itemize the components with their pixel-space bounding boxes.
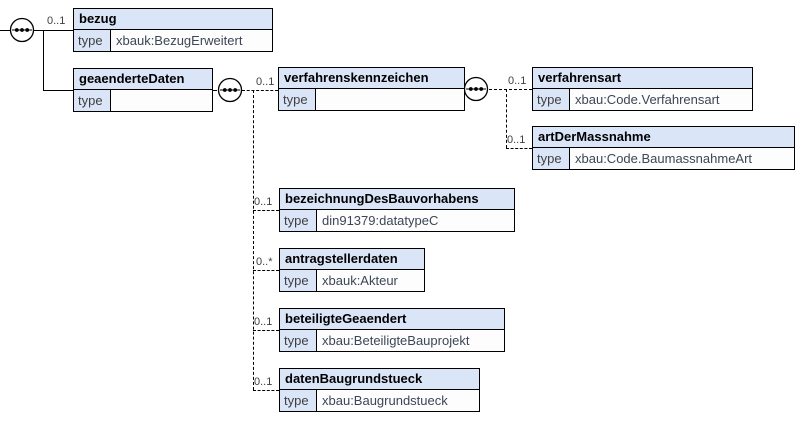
- cardinality-label: 0..1: [254, 376, 273, 388]
- connector-line: [506, 89, 507, 148]
- type-label: type: [280, 330, 317, 351]
- type-row: type: [74, 90, 212, 111]
- type-row: type din91379:datatypeC: [280, 210, 514, 231]
- connector-line: [211, 90, 217, 91]
- cardinality-label: 0..1: [254, 316, 273, 328]
- type-label: type: [74, 90, 111, 111]
- element-box-verfahrensart[interactable]: verfahrensart type xbau:Code.Verfahrensa…: [532, 67, 753, 111]
- type-value: xbauk:Akteur: [317, 270, 424, 291]
- cardinality-label: 0..1: [47, 15, 66, 27]
- cardinality-label: 0..1: [254, 196, 273, 208]
- type-value: xbau:Code.Verfahrensart: [570, 89, 752, 110]
- element-box-antragstellerdaten[interactable]: antragstellerdaten type xbauk:Akteur: [279, 248, 425, 292]
- element-name: geaenderteDaten: [74, 69, 212, 90]
- type-label: type: [533, 89, 570, 110]
- element-box-bezeichnungDesBauvorhabens[interactable]: bezeichnungDesBauvorhabens type din91379…: [279, 188, 515, 232]
- connector-line: [253, 90, 254, 390]
- cardinality-label: 0..1: [256, 76, 275, 88]
- connector-line: [253, 270, 279, 271]
- type-label: type: [280, 270, 317, 291]
- element-name: datenBaugrundstueck: [280, 369, 479, 390]
- type-label: type: [533, 148, 570, 169]
- type-value: din91379:datatypeC: [317, 210, 514, 231]
- element-name: bezeichnungDesBauvorhabens: [280, 189, 514, 210]
- type-row: type xbau:Baugrundstueck: [280, 390, 479, 411]
- type-row: type xbau:Code.BaumassnahmeArt: [533, 148, 794, 169]
- sequence-compositor-icon[interactable]: [9, 17, 35, 43]
- sequence-compositor-icon[interactable]: [217, 77, 243, 103]
- type-value: xbau:Baugrundstueck: [317, 390, 479, 411]
- connector-line: [253, 390, 279, 391]
- type-row: type xbauk:Akteur: [280, 270, 424, 291]
- connector-line: [253, 330, 279, 331]
- sequence-compositor-icon[interactable]: [463, 76, 489, 102]
- element-box-artDerMassnahme[interactable]: artDerMassnahme type xbau:Code.Baumassna…: [532, 126, 795, 170]
- element-box-bezug[interactable]: bezug type xbauk:BezugErweitert: [73, 8, 273, 52]
- type-label: type: [280, 210, 317, 231]
- type-label: type: [280, 390, 317, 411]
- element-name: antragstellerdaten: [280, 249, 424, 270]
- connector-line: [506, 148, 532, 149]
- cardinality-label: 0..1: [508, 75, 527, 87]
- element-name: verfahrensart: [533, 68, 752, 89]
- connector-line: [0, 30, 10, 31]
- connector-line: [242, 90, 278, 91]
- type-row: type xbauk:BezugErweitert: [74, 30, 272, 51]
- type-value: xbau:BeteiligteBauprojekt: [317, 330, 504, 351]
- cardinality-label: 0..1: [507, 134, 526, 146]
- type-row: type xbau:BeteiligteBauprojekt: [280, 330, 504, 351]
- type-label: type: [74, 30, 111, 51]
- type-row: type xbau:Code.Verfahrensart: [533, 89, 752, 110]
- connector-line: [253, 210, 279, 211]
- connector-line: [43, 90, 73, 91]
- element-box-geaenderteDaten[interactable]: geaenderteDaten type: [73, 68, 213, 112]
- type-value: [111, 90, 212, 111]
- element-name: bezug: [74, 9, 272, 30]
- element-box-verfahrenskennzeichen[interactable]: verfahrenskennzeichen type: [278, 67, 465, 111]
- element-box-datenBaugrundstueck[interactable]: datenBaugrundstueck type xbau:Baugrundst…: [279, 368, 480, 412]
- type-value: [316, 89, 464, 110]
- connector-line: [489, 89, 532, 90]
- type-row: type: [279, 89, 464, 110]
- connector-line: [43, 30, 44, 90]
- type-label: type: [279, 89, 316, 110]
- cardinality-label: 0..*: [256, 256, 273, 268]
- type-value: xbauk:BezugErweitert: [111, 30, 272, 51]
- type-value: xbau:Code.BaumassnahmeArt: [570, 148, 794, 169]
- element-name: verfahrenskennzeichen: [279, 68, 464, 89]
- element-name: artDerMassnahme: [533, 127, 794, 148]
- connector-line: [34, 30, 73, 31]
- element-name: beteiligteGeaendert: [280, 309, 504, 330]
- element-box-beteiligteGeaendert[interactable]: beteiligteGeaendert type xbau:Beteiligte…: [279, 308, 505, 352]
